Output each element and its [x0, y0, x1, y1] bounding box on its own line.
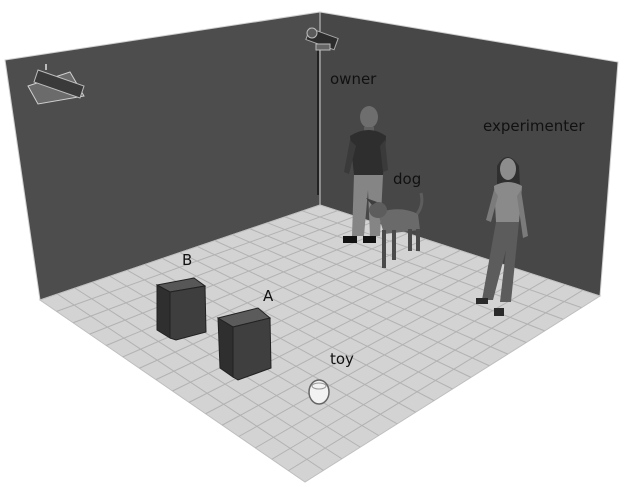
experimenter-label: experimenter [483, 119, 585, 134]
owner-label: owner [330, 72, 376, 87]
box-b [157, 278, 206, 340]
box-b-label: B [182, 253, 192, 268]
box-a-label: A [263, 289, 273, 304]
dog-label: dog [393, 172, 421, 187]
box-a [218, 308, 271, 380]
toy-label: toy [330, 352, 354, 367]
toy-icon [309, 380, 329, 404]
